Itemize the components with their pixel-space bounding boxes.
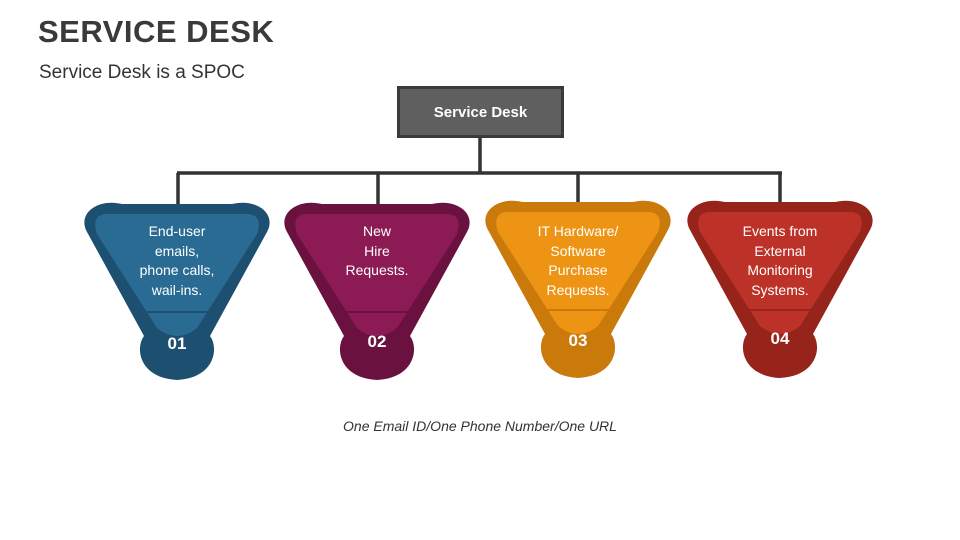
card-line: New (362, 223, 391, 239)
card-line: External (754, 242, 806, 259)
card-line: Purchase (548, 262, 608, 278)
page-title: SERVICE DESK (38, 14, 275, 49)
card-description: New Hire Requests. (317, 222, 437, 281)
card-line: Requests. (546, 281, 610, 298)
card-line: Events from (742, 223, 818, 239)
card-shape-front (698, 212, 862, 334)
card-number: 02 (367, 332, 387, 351)
card-description: End-user emails, phone calls, wail-ins. (117, 222, 237, 300)
card-line: IT Hardware/ (537, 223, 619, 239)
card-line: Requests. (345, 262, 409, 278)
card-number: 04 (770, 329, 790, 348)
root-node-service-desk: Service Desk (397, 86, 564, 138)
card-line: emails, (154, 242, 200, 259)
card-description: Events from External Monitoring Systems. (720, 222, 840, 300)
card-number: 03 (568, 331, 588, 350)
card-description: IT Hardware/ Software Purchase Requests. (518, 222, 638, 300)
card-number: 01 (167, 334, 187, 353)
card-line: Hire (364, 242, 390, 259)
card-line: phone calls, (139, 262, 215, 278)
footer-note: One Email ID/One Phone Number/One URL (343, 418, 617, 434)
card-line: Monitoring (747, 262, 813, 278)
card-line: wail-ins. (151, 281, 203, 298)
card-line: End-user (148, 223, 206, 239)
card-line: Systems. (751, 281, 809, 298)
root-node-label: Service Desk (433, 103, 528, 121)
page-subtitle: Service Desk is a SPOC (39, 62, 245, 83)
card-shape-front (95, 214, 259, 336)
card-line: Software (550, 242, 606, 259)
card-shape-front (496, 212, 660, 334)
card-shape-front (295, 214, 459, 336)
